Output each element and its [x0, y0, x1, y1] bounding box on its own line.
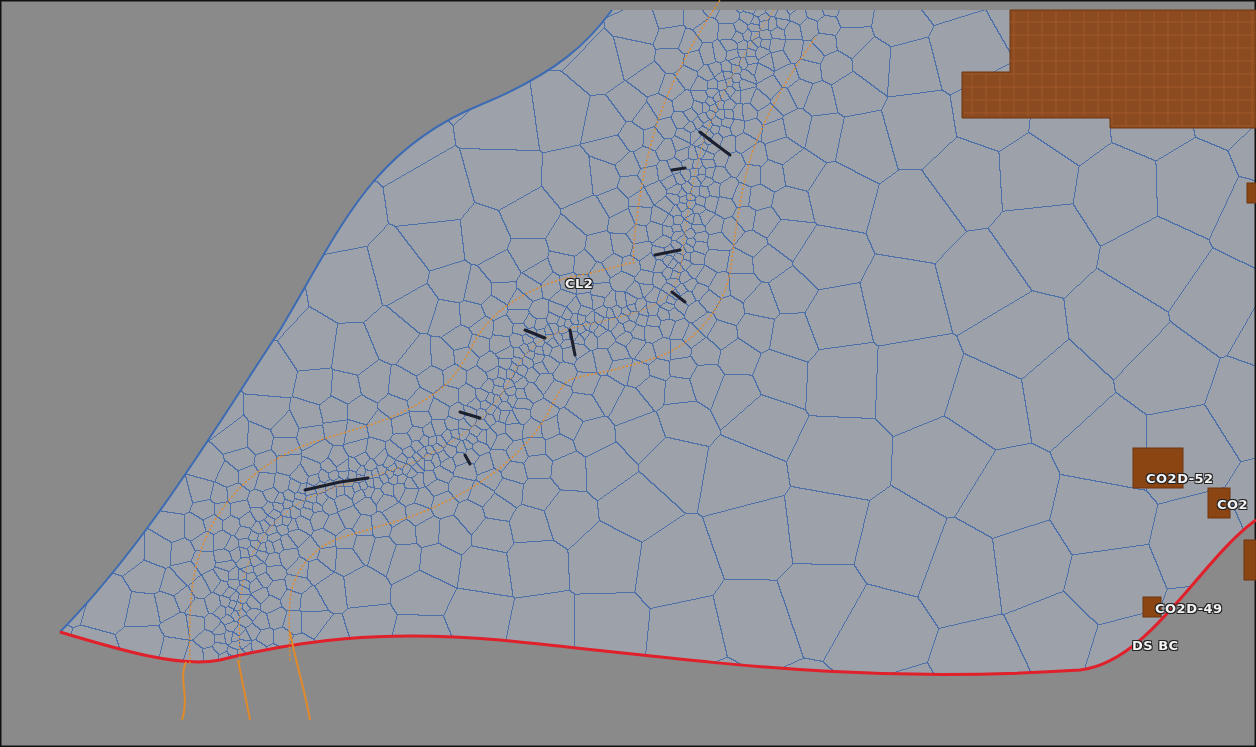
bank-line [289, 36, 816, 661]
structure [672, 292, 685, 302]
land-use-grid [964, 12, 1254, 126]
structure [305, 478, 368, 490]
land-use-area [1244, 540, 1256, 580]
map-label: DS BC [1132, 638, 1179, 653]
structure [525, 330, 545, 338]
centerline [240, 8, 776, 662]
structures [305, 132, 730, 490]
map-label: CO2D-52 [1146, 471, 1214, 486]
mesh-boundary [60, 10, 612, 632]
land-use-area [962, 10, 1256, 128]
land-use-area [1247, 183, 1256, 203]
structure [700, 132, 730, 155]
map-label: CL2 [565, 276, 593, 291]
structure [570, 330, 575, 355]
xs-line [238, 660, 250, 720]
structure [672, 168, 685, 170]
structure [655, 250, 680, 255]
xs-line [290, 632, 310, 720]
cross-lines [182, 632, 310, 720]
boundary-condition-line [60, 520, 1256, 675]
bank-line [190, 0, 734, 664]
xs-line [182, 662, 186, 720]
land-use-blocks [962, 10, 1256, 617]
structure [465, 455, 470, 464]
map-label: CO2D-49 [1155, 601, 1223, 616]
structure [460, 412, 480, 418]
map-label: CO2 [1217, 497, 1248, 512]
